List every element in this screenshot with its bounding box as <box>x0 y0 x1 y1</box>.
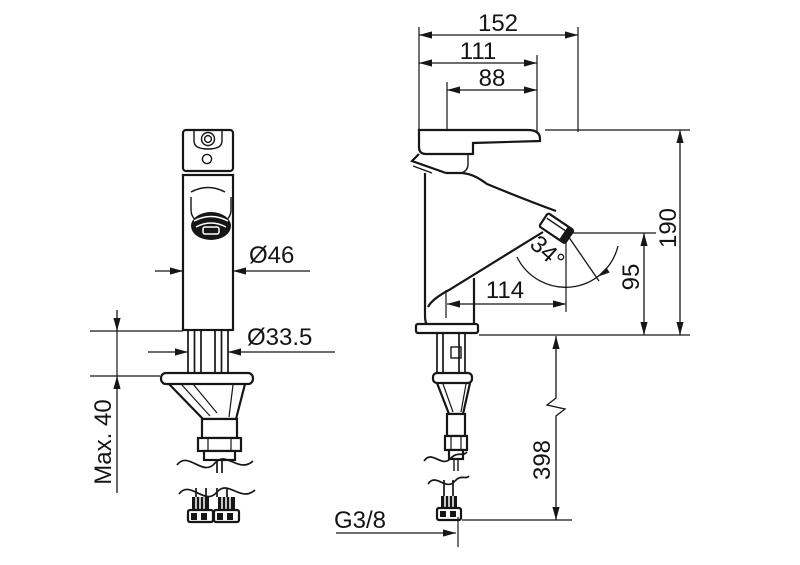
break-wave-side-2 <box>427 475 470 486</box>
base-plate-side <box>414 322 480 335</box>
hose-cap-left-detail1 <box>191 513 197 520</box>
dim-body-diameter-label: Ø46 <box>249 242 294 269</box>
hose-rib-side-lines <box>444 496 454 508</box>
mounting-nut-side <box>443 434 469 452</box>
dim-total-height-label: 190 <box>655 208 682 248</box>
spout-top-edge <box>446 171 557 213</box>
stream-direction-line <box>567 235 600 282</box>
spout-top-arc <box>190 186 226 193</box>
hose-rib-right-lines <box>221 497 231 510</box>
hose-cap-side-detail2 <box>450 511 456 517</box>
hose-rib-left-lines <box>195 497 205 510</box>
angle-arc <box>516 245 619 288</box>
break-wave-1 <box>176 458 254 469</box>
mounting-flange-front <box>159 371 255 386</box>
tie-rod-side <box>453 459 459 471</box>
body-front <box>181 173 235 332</box>
nut-facets-front <box>207 438 232 451</box>
side-view <box>409 128 575 522</box>
aerator-outlet-front <box>191 212 231 240</box>
aerator-ring-2 <box>195 222 227 228</box>
front-view <box>159 128 256 524</box>
cartridge-neck <box>460 154 469 174</box>
dim-outlet-height-label: 95 <box>618 264 645 291</box>
mounting-flange-side <box>431 371 474 385</box>
hose-side <box>443 480 454 496</box>
break-wave-side-1 <box>423 451 468 463</box>
dim-hose-length-label: 398 <box>529 440 556 480</box>
shank-front <box>187 331 229 373</box>
aerator-end-face <box>559 227 573 243</box>
body-side <box>423 173 476 332</box>
mounting-cone-shading <box>180 383 234 418</box>
nut-lower-front <box>202 449 237 462</box>
handle-screw-outer <box>200 131 216 147</box>
handle-screw-inner <box>203 134 213 144</box>
dim-total-depth-label: 152 <box>478 10 518 37</box>
mounting-nut-front <box>196 436 243 453</box>
dim-shank-diameter-label: Ø33.5 <box>247 324 312 351</box>
hose-cap-side-detail1 <box>440 511 446 517</box>
dim-handle-projection-label: 111 <box>460 38 496 65</box>
dimensions: 152 111 88 190 95 114 34° 398 Ø46 Ø33.5 <box>90 10 690 547</box>
mounting-block-side <box>445 412 467 438</box>
dim-deck-thickness-label: Max. 40 <box>90 399 117 484</box>
mounting-cone-side-shading <box>442 383 467 413</box>
dim-handle-front-offset-label: 88 <box>479 65 506 92</box>
handle-dot <box>201 153 213 165</box>
dim-spout-reach-label: 114 <box>486 277 524 304</box>
hose-cap-left-detail2 <box>201 513 207 520</box>
aerator-ring-1 <box>193 215 229 222</box>
dim-hose-length-line <box>545 336 567 520</box>
lever-side <box>417 128 542 156</box>
hose-cap-right-detail1 <box>217 513 223 520</box>
mounting-block-front <box>200 417 239 440</box>
nut-facets-side <box>450 436 462 450</box>
shank-side <box>436 333 466 373</box>
handle-front <box>181 128 235 173</box>
deck-extension-lines <box>90 330 183 377</box>
spout-underside <box>427 231 544 308</box>
tie-rod-front <box>216 460 223 473</box>
handle-cup-detail <box>193 131 223 150</box>
reach-extension-lines <box>445 240 567 318</box>
hoses-front <box>195 488 228 497</box>
shank-detail-side <box>450 346 462 359</box>
dim-thread-label: G3/8 <box>334 507 386 534</box>
hose-cap-right-detail2 <box>227 513 233 520</box>
top-extension-lines <box>418 27 579 132</box>
lever-back-wedge <box>409 153 447 175</box>
aerator-slot <box>202 226 220 235</box>
lever-back-wedge-line <box>412 165 433 174</box>
angle-arc-arrow <box>597 267 610 277</box>
